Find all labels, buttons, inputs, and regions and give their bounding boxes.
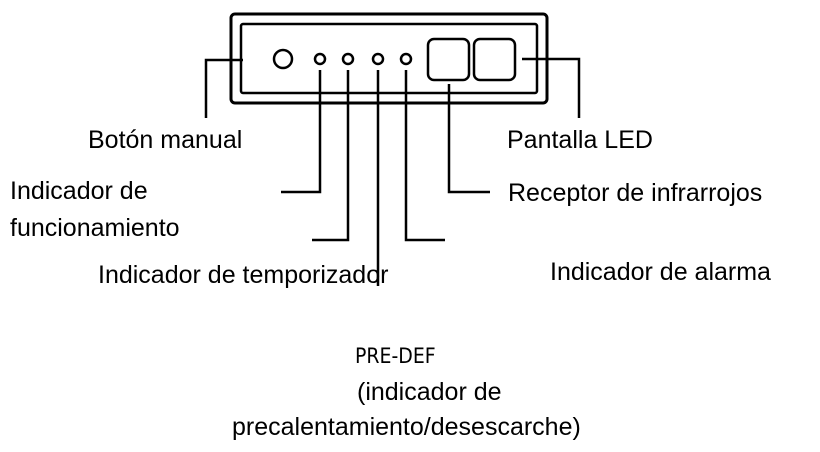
label-alarm-indicator: Indicador de alarma — [550, 258, 771, 286]
label-predef-title: PRE-DEF — [355, 344, 436, 368]
leader-led-display — [522, 57, 581, 118]
leader-operation-indicator — [281, 70, 322, 194]
manual-button[interactable] — [272, 48, 294, 70]
leader-infrared-receiver — [447, 84, 490, 194]
timer-indicator-light — [341, 52, 355, 66]
label-led-display: Pantalla LED — [507, 126, 653, 154]
panel-outer-frame — [229, 12, 549, 105]
label-predef-line3: precalentamiento/desescarche) — [232, 413, 581, 441]
panel-inner-frame — [239, 22, 539, 95]
led-display-window — [472, 37, 517, 82]
label-predef-line2: (indicador de — [357, 378, 502, 406]
label-operation-indicator-line2: funcionamiento — [10, 214, 180, 242]
leader-alarm-indicator — [404, 70, 445, 242]
label-infrared-receiver: Receptor de infrarrojos — [508, 179, 763, 207]
leader-timer-indicator — [312, 70, 350, 242]
leader-manual-button — [204, 58, 243, 118]
operation-indicator-light — [313, 52, 327, 66]
label-manual-button: Botón manual — [88, 126, 243, 154]
alarm-indicator-light — [399, 52, 413, 66]
label-operation-indicator-line1: Indicador de — [10, 177, 148, 205]
label-timer-indicator: Indicador de temporizador — [98, 261, 389, 289]
infrared-receiver-window — [426, 37, 471, 82]
predef-indicator-light — [371, 52, 385, 66]
